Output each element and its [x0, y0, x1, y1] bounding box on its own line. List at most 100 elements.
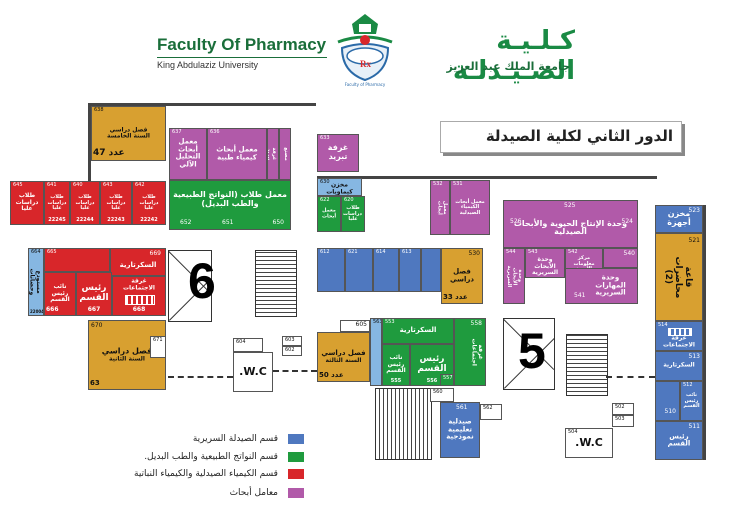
room-666[interactable]: نائب رئيس القسم 666 — [44, 272, 76, 316]
room-number: 555 — [390, 377, 402, 384]
room-number: 556 — [426, 377, 438, 384]
room-667[interactable]: رئيس القسم 667 — [76, 272, 112, 316]
outer-wall-left — [88, 103, 91, 181]
room-605[interactable]: 605 — [340, 320, 370, 332]
room-560[interactable]: 560 — [430, 388, 454, 402]
room-label: معمل أبحاث التحليل الآلي — [175, 137, 201, 169]
room-number: 530 — [468, 250, 480, 257]
room-620[interactable]: 620 طلاب دراسات عليا — [341, 196, 365, 232]
room-642[interactable]: 642 طلاب دراسات عليا 22242 — [132, 181, 166, 225]
room-641[interactable]: 641 طلاب دراسات عليا 22245 — [44, 181, 70, 225]
room-number: 503 — [615, 416, 625, 422]
room-556[interactable]: رئيس القسم 556 — [410, 344, 454, 386]
room-669[interactable]: 669 السكرتارية — [110, 248, 166, 276]
room-604[interactable]: 604 — [233, 338, 263, 352]
room-621[interactable]: 621 — [345, 248, 373, 292]
room-label: معمل أبحاث كيمياء طبية — [216, 145, 258, 161]
room-510[interactable]: 510 — [655, 381, 680, 421]
room-530[interactable]: 530 فصل دراسي عدد 33 — [441, 248, 483, 304]
room-541[interactable]: 541 وحدة المهارات السريرية — [565, 268, 638, 304]
room-665[interactable]: 665 — [44, 248, 110, 272]
wc-label: W.C. — [239, 364, 267, 378]
room-label: معمل طلاب (النواتج الطبيعية والطب البديل… — [173, 190, 287, 209]
room-558[interactable]: 558 غرفة اجتماعات — [454, 318, 486, 386]
legend-swatch-research — [288, 488, 304, 498]
room-636[interactable]: 636 معمل أبحاث كيمياء طبية — [207, 128, 267, 180]
room-number: 667 — [87, 306, 101, 314]
room-544[interactable]: 544 وحدة الأبحاث السريرية — [503, 248, 525, 304]
room-671[interactable]: 671 — [150, 336, 166, 358]
room-540[interactable]: 540 — [603, 248, 638, 268]
room-603[interactable]: 603 — [282, 336, 302, 346]
room-label: مستودع وحضانات — [28, 268, 42, 296]
room-521[interactable]: 521 قاعة محاضرات (2) — [655, 233, 703, 321]
room-664[interactable]: 664 مستودع وحضانات 22004 — [28, 248, 44, 316]
legend-label-research: معامل أبحاث — [229, 488, 278, 498]
room-531[interactable]: 531 معمل أبحاث الكيمياء الصيدلية — [450, 180, 490, 235]
room-503[interactable]: 503 — [612, 415, 634, 427]
room-label: طلاب دراسات عليا — [139, 193, 159, 211]
room-label: مصنع — [283, 147, 289, 161]
room-630[interactable]: 630 مخزن كيماويات — [317, 178, 362, 196]
meeting-table-icon — [668, 328, 692, 336]
room-label: وحدة الإنتاج الحيوية والأبحاث الصيدلية — [513, 218, 628, 237]
room-555[interactable]: نائب رئيس القسم 555 — [382, 344, 410, 386]
room-513[interactable]: 513 السكرتارية — [655, 351, 703, 381]
room-613[interactable]: 613 — [399, 248, 421, 292]
room-614[interactable]: 614 — [373, 248, 399, 292]
meeting-table-icon — [125, 295, 155, 305]
room-622[interactable]: 622 معمل أبحاث — [317, 196, 341, 232]
room-capacity: عدد 33 — [443, 293, 468, 302]
room-532[interactable]: 532 معمل أبحاث — [430, 180, 450, 235]
room-number: 614 — [376, 249, 386, 255]
room-number: 664 — [31, 249, 41, 255]
room-525[interactable]: 525 526 524 وحدة الإنتاج الحيوية والأبحا… — [503, 200, 638, 248]
room-number: 652 — [180, 219, 192, 227]
room-514[interactable]: 514 غرفة الاجتماعات — [655, 321, 703, 351]
room-645[interactable]: 645 طلاب دراسات عليا — [10, 181, 44, 225]
logo-ring-text: Faculty of Pharmacy — [344, 82, 386, 87]
room-label: معمل أبحاث — [436, 200, 449, 215]
wc-left[interactable]: W.C. — [233, 352, 273, 392]
room-563[interactable]: 563 — [370, 318, 382, 386]
room-633[interactable]: 633 غرفة تبريد — [317, 134, 359, 172]
legend-label-clinical: قسم الصيدلة السريرية — [192, 434, 278, 444]
room-634[interactable]: مصنع — [279, 128, 291, 180]
room-562[interactable]: 562 — [480, 404, 502, 420]
room-number: 651 — [222, 219, 234, 227]
room-blue-b[interactable] — [421, 248, 441, 292]
wc-label: W.C. — [575, 435, 603, 449]
room-612[interactable]: 612 — [317, 248, 345, 292]
stairs-left — [255, 250, 297, 317]
room-502[interactable]: 502 — [612, 403, 634, 415]
room-635[interactable]: غرفة تبريد — [267, 128, 279, 180]
room-668[interactable]: غرفة الاجتماعات 668 — [112, 276, 166, 316]
room-number: 541 — [574, 292, 586, 300]
wc-right[interactable]: W.C. 504 — [565, 428, 613, 458]
room-637[interactable]: 637 معمل أبحاث التحليل الآلي — [169, 128, 207, 180]
room-561[interactable]: 561 صيدلية تعليمية نموذجية — [440, 402, 480, 458]
room-512[interactable]: 512 نائب رئيس القسم — [680, 381, 703, 421]
room-602[interactable]: 602 — [282, 346, 302, 356]
room-number: 523 — [688, 207, 700, 214]
room-label: وحدة المهارات السريرية — [595, 273, 626, 297]
floor-number-5: 5 — [518, 323, 546, 379]
room-ext: 22242 — [140, 216, 158, 223]
room-643[interactable]: 643 طلاب دراسات عليا 22243 — [100, 181, 132, 225]
room-number: 613 — [402, 249, 412, 255]
room-557[interactable]: 557 — [440, 374, 454, 386]
room-523[interactable]: 523 مخزن أجهزة — [655, 205, 703, 233]
room-number: 544 — [506, 249, 516, 255]
legend-label-natural: قسم النواتج الطبيعية والطب البديل. — [144, 452, 278, 462]
room-number: 502 — [615, 404, 625, 410]
room-543[interactable]: 543 وحدة الأبحاث السريرية — [525, 248, 565, 278]
room-label: رئيس القسم — [417, 354, 447, 374]
room-number: 543 — [528, 249, 538, 255]
room-640[interactable]: 640 طلاب دراسات عليا 22244 — [70, 181, 100, 225]
room-553[interactable]: 553 السكرتارية — [382, 318, 454, 344]
room-650[interactable]: معمل طلاب (النواتج الطبيعية والطب البديل… — [169, 180, 291, 230]
room-511[interactable]: 511 رئيس القسم — [655, 421, 703, 460]
